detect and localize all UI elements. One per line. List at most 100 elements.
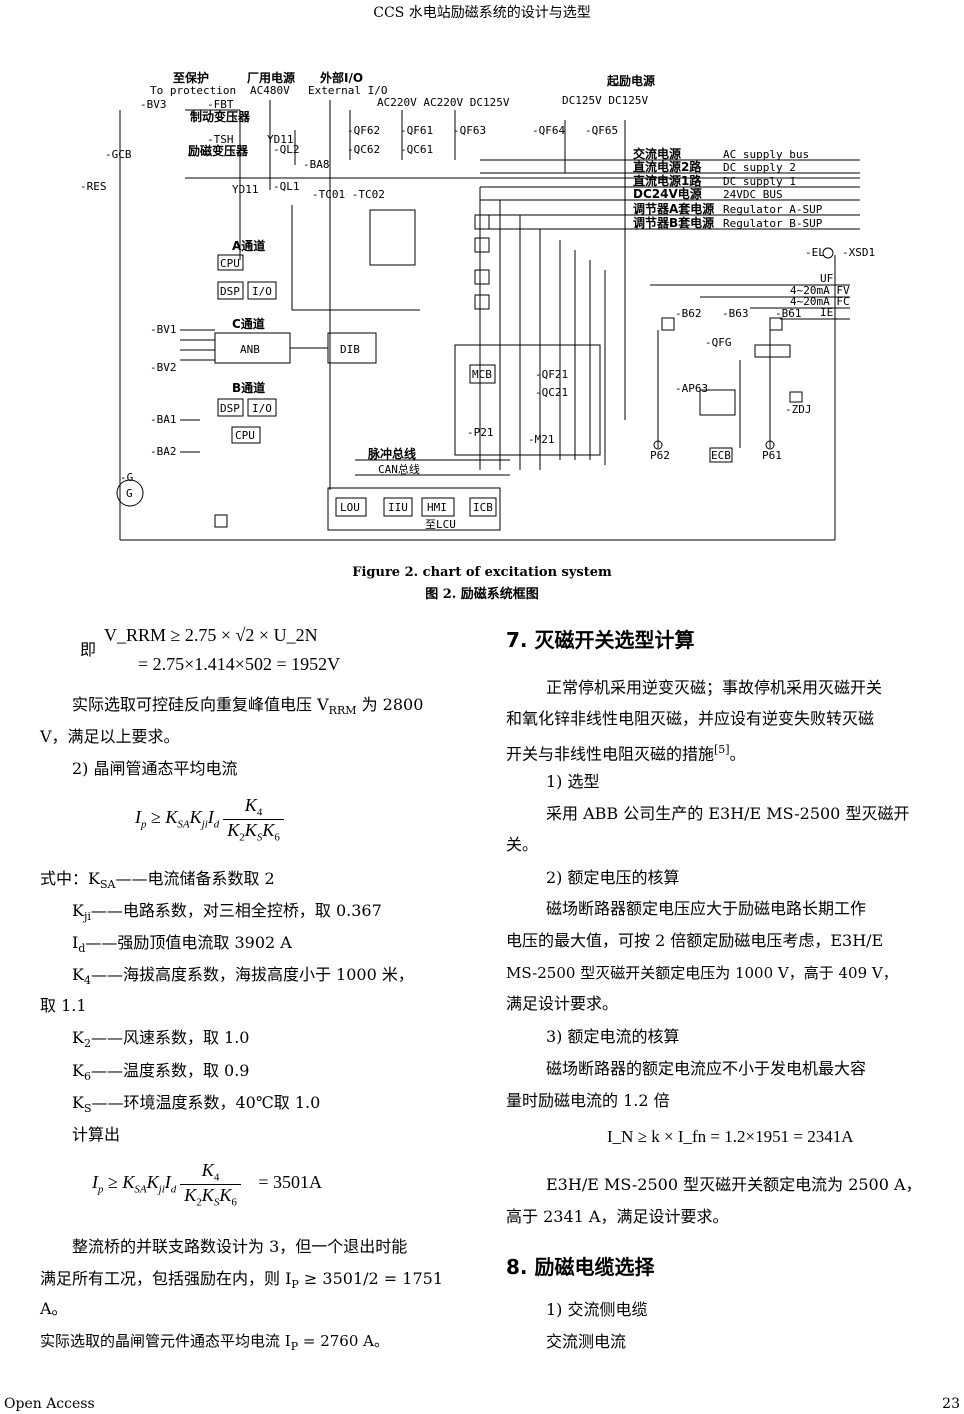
diagram-label: G (126, 487, 133, 500)
diagram-label: -QF65 (585, 124, 618, 137)
diagram-label: IE (820, 306, 833, 319)
diagram-label: -AP63 (675, 382, 708, 395)
diagram-label: 制动变压器 (190, 109, 251, 124)
diagram-label: DC24V电源 (633, 186, 702, 201)
diagram-label: YD11 (267, 133, 294, 146)
diagram-label: -EL (805, 246, 825, 259)
paragraph-cont: 高于 2341 A，满足设计要求。 (506, 1207, 729, 1226)
list-item: 2) 额定电压的核算 (546, 868, 680, 887)
diagram-label: -ZDJ (785, 403, 812, 416)
diagram-label: -RES (80, 180, 107, 193)
definition-id: Id——强励顶值电流取 3902 A (72, 933, 292, 956)
paragraph: 磁场断路器额定电压应大于励磁电路长期工作 (546, 899, 867, 918)
calc-label: 计算出 (72, 1125, 121, 1144)
diagram-label: UF (820, 272, 833, 285)
diagram-label: 脉冲总线 (367, 446, 416, 461)
diagram-label: -BA1 (150, 413, 177, 426)
diagram-label: DC supply 1 (723, 175, 796, 188)
diagram-label: 厂用电源 (247, 70, 295, 85)
equation-vrrm-1: V_RRM ≥ 2.75 × √2 × U_2N (104, 625, 318, 645)
footer-open-access: Open Access (4, 1396, 95, 1412)
diagram-label: 起励电源 (606, 73, 655, 88)
diagram-label: -BA8 (303, 158, 330, 171)
diagram-label: -B63 (722, 307, 749, 320)
diagram-label: -QC61 (400, 143, 433, 156)
paragraph-cont: 量时励磁电流的 1.2 倍 (506, 1091, 670, 1110)
diagram-label: I/O (252, 402, 272, 415)
diagram-label: ICB (473, 501, 493, 514)
diagram-label: B通道 (232, 380, 265, 395)
diagram-label: MCB (472, 368, 492, 381)
diagram-label: 外部I/O (320, 70, 363, 85)
paragraph-cont: 满足所有工况，包括强励在内，则 IP ≥ 3501/2 = 1751 (40, 1269, 443, 1292)
eq-prefix: 即 (80, 640, 97, 659)
diagram-label: Regulator A-SUP (723, 203, 823, 216)
diagram-label: -B62 (675, 307, 702, 320)
diagram-label: DIB (340, 343, 360, 356)
diagram-label: C通道 (232, 316, 265, 331)
definition-k6: K6——温度系数，取 0.9 (72, 1061, 250, 1084)
diagram-label: ANB (240, 343, 260, 356)
diagram-label: DSP (220, 285, 240, 298)
diagram-label: 至LCU (425, 518, 456, 531)
diagram-label: -B61 (775, 307, 802, 320)
paragraph: 采用 ABB 公司生产的 E3H/E MS-2500 型灭磁开 (546, 804, 910, 823)
diagram-label: IIU (388, 501, 408, 514)
diagram-label: Regulator B-SUP (723, 217, 823, 230)
diagram-label: 直流电源2路 (633, 159, 702, 174)
diagram-label: YD11 (232, 183, 259, 196)
definition-ksa: 式中：KSA——电流储备系数取 2 (40, 869, 275, 892)
diagram-label: 4~20mA FC (790, 295, 850, 308)
paragraph: 磁场断路器的额定电流应不小于发电机最大容 (546, 1059, 867, 1078)
diagram-label: AC supply bus (723, 148, 809, 161)
paragraph: E3H/E MS-2500 型灭磁开关额定电流为 2500 A， (546, 1175, 922, 1194)
diagram-label: DC supply 2 (723, 161, 796, 174)
list-item: 2) 晶闸管通态平均电流 (72, 759, 238, 778)
diagram-label: -BA2 (150, 445, 177, 458)
diagram-label: 交流电源 (633, 146, 681, 161)
diagram-label: ECB (711, 449, 731, 462)
paragraph-cont: A。 (40, 1299, 68, 1318)
diagram-label: -QF64 (532, 124, 565, 137)
diagram-label: DC125V DC125V (562, 94, 648, 107)
diagram-label: 至保护 (173, 70, 209, 85)
diagram-label: -G (120, 471, 133, 484)
diagram-label: -QF21 (535, 368, 568, 381)
diagram-label: 直流电源1路 (633, 173, 702, 188)
diagram-label: -QC21 (535, 386, 568, 399)
paragraph-cont: 和氧化锌非线性电阻灭磁，并应设有逆变失败转灭磁 (506, 709, 875, 728)
diagram-label: External I/O (308, 84, 387, 97)
diagram-label: HMI (427, 501, 447, 514)
diagram-label: 励磁变压器 (188, 143, 249, 158)
section-heading-8: 8. 励磁电缆选择 (506, 1255, 655, 1279)
definition-k4: K4——海拔高度系数，海拔高度小于 1000 米， (72, 965, 414, 988)
paragraph: 整流桥的并联支路数设计为 3，但一个退出时能 (72, 1237, 408, 1256)
paragraph-cont: MS-2500 型灭磁开关额定电压为 1000 V，高于 409 V， (506, 964, 898, 982)
diagram-label: -BV2 (150, 361, 177, 374)
diagram-label: LOU (340, 501, 360, 514)
paragraph: 实际选取可控硅反向重复峰值电压 VRRM 为 2800 (72, 695, 424, 718)
list-item: 1) 选型 (546, 772, 600, 791)
diagram-label: -QFG (705, 336, 732, 349)
figure-caption-cn: 图 2. 励磁系统框图 (425, 587, 539, 602)
diagram-label: -BV3 (140, 98, 167, 111)
paragraph-cont: 电压的最大值，可按 2 倍额定励磁电压考虑，E3H/E (506, 931, 884, 950)
list-item: 3) 额定电流的核算 (546, 1027, 680, 1046)
excitation-system-diagram: 至保护 To protection 厂用电源 AC480V 外部I/O Exte… (80, 70, 875, 541)
definition-ks: KS——环境温度系数，40℃取 1.0 (72, 1093, 321, 1116)
diagram-label: -FBT (207, 98, 234, 111)
diagram-label: -QC62 (347, 143, 380, 156)
equation-vrrm-2: = 2.75×1.414×502 = 1952V (138, 654, 341, 674)
definition-kji: Kji——电路系数，对三相全控桥，取 0.367 (72, 901, 382, 924)
paragraph: 实际选取的晶闸管元件通态平均电流 IP = 2760 A。 (40, 1332, 389, 1353)
diagram-label: 24VDC BUS (723, 188, 783, 201)
running-header: CCS 水电站励磁系统的设计与选型 (373, 5, 591, 21)
diagram-label: 调节器B套电源 (633, 215, 714, 230)
diagram-label: -TSH (207, 133, 234, 146)
diagram-label: I/O (252, 285, 272, 298)
diagram-label: -TC01 -TC02 (312, 188, 385, 201)
diagram-label: CAN总线 (378, 462, 420, 476)
diagram-label: CPU (235, 429, 255, 442)
diagram-label: CPU (220, 257, 240, 270)
